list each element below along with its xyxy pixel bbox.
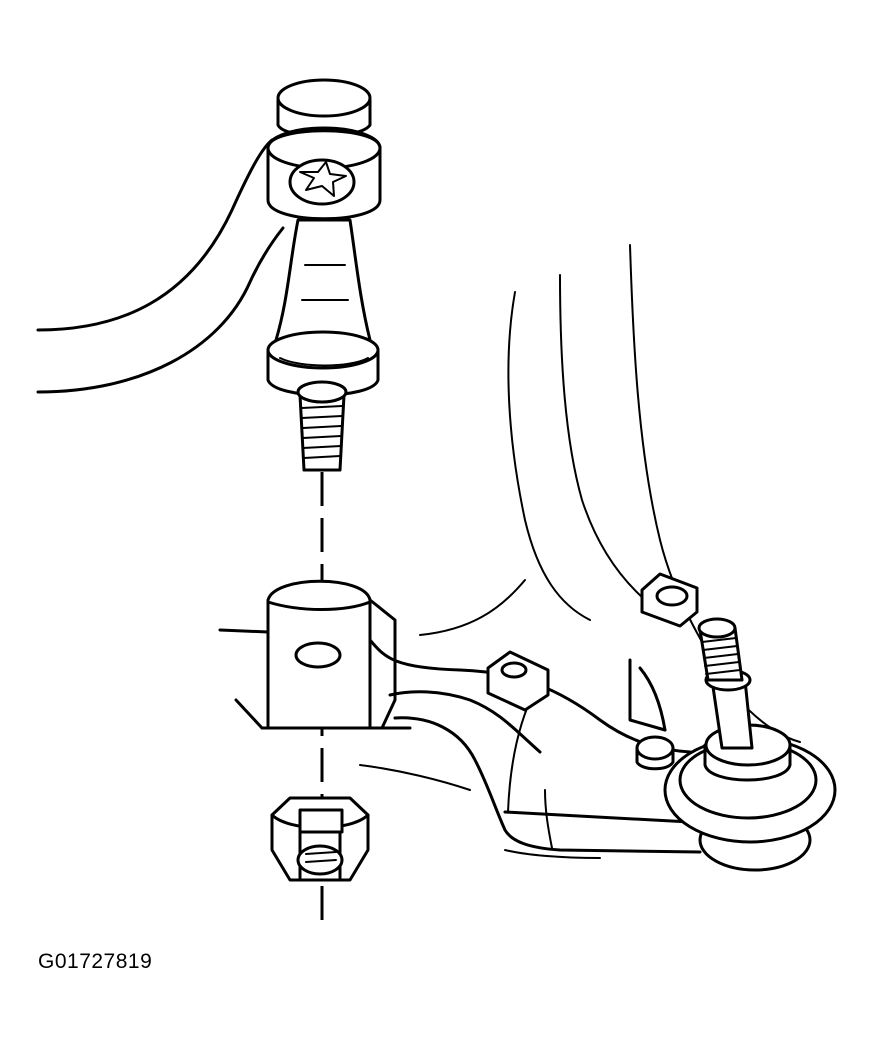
control-arm <box>359 244 801 859</box>
link-mount-bracket <box>218 579 412 730</box>
ball-joint <box>663 617 837 872</box>
stabilizer-bar <box>36 138 285 394</box>
stabilizer-link <box>266 78 382 472</box>
figure-id-label: G01727819 <box>38 950 153 973</box>
hex-nut <box>270 796 370 882</box>
